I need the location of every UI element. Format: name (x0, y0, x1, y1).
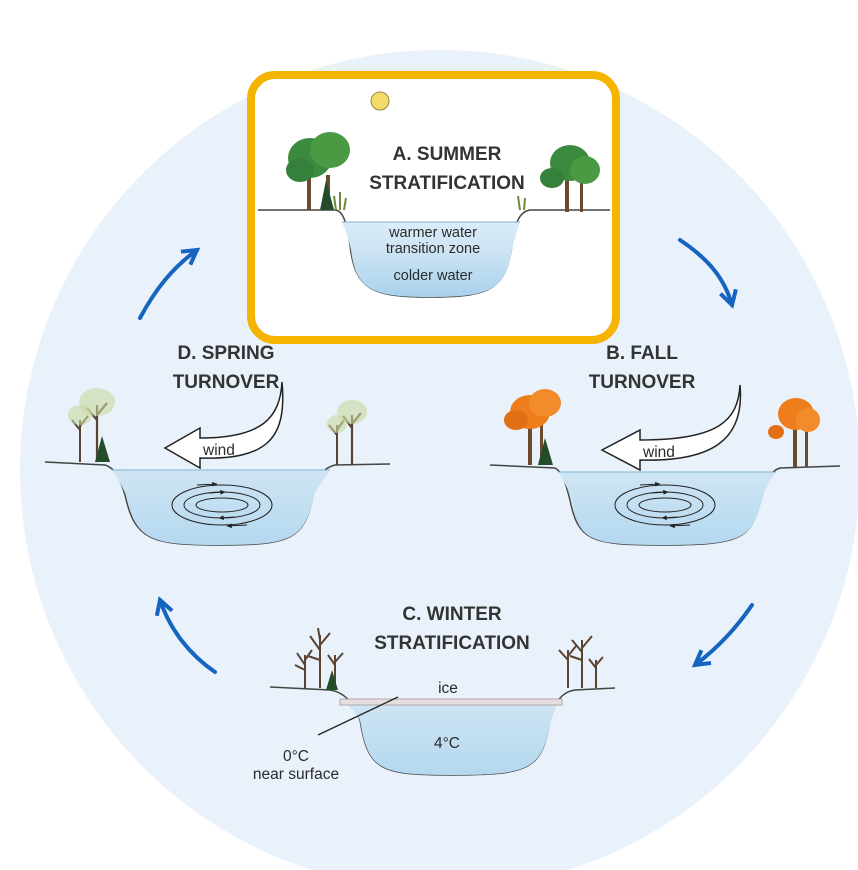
fall-title-line2: TURNOVER (589, 372, 696, 393)
tree-icon (286, 132, 350, 210)
summer-title-line2: STRATIFICATION (369, 173, 525, 194)
tree-icon (540, 145, 600, 212)
cycle-arrow-icon (138, 247, 201, 320)
spring-title-line2: TURNOVER (173, 372, 280, 393)
fall-wind-label: wind (642, 444, 675, 461)
tree-icon (768, 398, 820, 467)
fall-title-line1: B. FALL (606, 343, 678, 364)
summer-panel: A. SUMMER STRATIFICATION warmer water tr… (247, 71, 620, 344)
bare-tree-icon (294, 627, 344, 690)
deep-temp-label: 4°C (434, 735, 460, 752)
wind-arrow-icon (163, 381, 284, 470)
winter-water (340, 700, 560, 775)
spring-panel: wind D. SPRING TURNOVER (44, 343, 391, 546)
spring-wind-label: wind (202, 442, 235, 459)
spring-title-line1: D. SPRING (177, 343, 274, 364)
summer-water (342, 222, 520, 297)
tree-icon (327, 400, 367, 465)
summer-highlight-box (247, 71, 620, 344)
wind-arrow-icon (600, 384, 742, 472)
summer-title-line1: A. SUMMER (393, 144, 502, 165)
reeds (333, 192, 526, 211)
circulation-arrows-icon (171, 481, 273, 529)
surface-temp-label-line1: 0°C (283, 748, 309, 765)
cycle-arrows (138, 238, 754, 674)
bare-tree-icon (558, 635, 604, 688)
circulation-arrows-icon (614, 481, 716, 529)
tree-icon (68, 388, 115, 462)
fall-water (558, 472, 776, 545)
winter-panel: C. WINTER STRATIFICATION ice 4°C 0°C nea… (253, 604, 616, 783)
sun-icon (370, 91, 390, 111)
fall-panel: wind B. FALL TURNOVER (489, 343, 841, 546)
transition-zone-label: transition zone (386, 241, 480, 257)
cycle-arrow-icon (691, 603, 754, 668)
winter-title-line1: C. WINTER (402, 604, 501, 625)
ice-layer (339, 698, 563, 706)
winter-title-line2: STRATIFICATION (374, 633, 530, 654)
cycle-arrow-icon (154, 596, 217, 674)
surface-temp-label-line2: near surface (253, 766, 339, 783)
ice-label: ice (438, 680, 458, 697)
surface-pointer-line (317, 696, 399, 736)
tree-icon (504, 389, 561, 465)
spring-water (112, 470, 330, 545)
warm-water-label: warmer water (388, 225, 477, 241)
background-circle (20, 50, 858, 870)
cycle-arrow-icon (678, 238, 738, 309)
cold-water-label: colder water (394, 268, 473, 284)
